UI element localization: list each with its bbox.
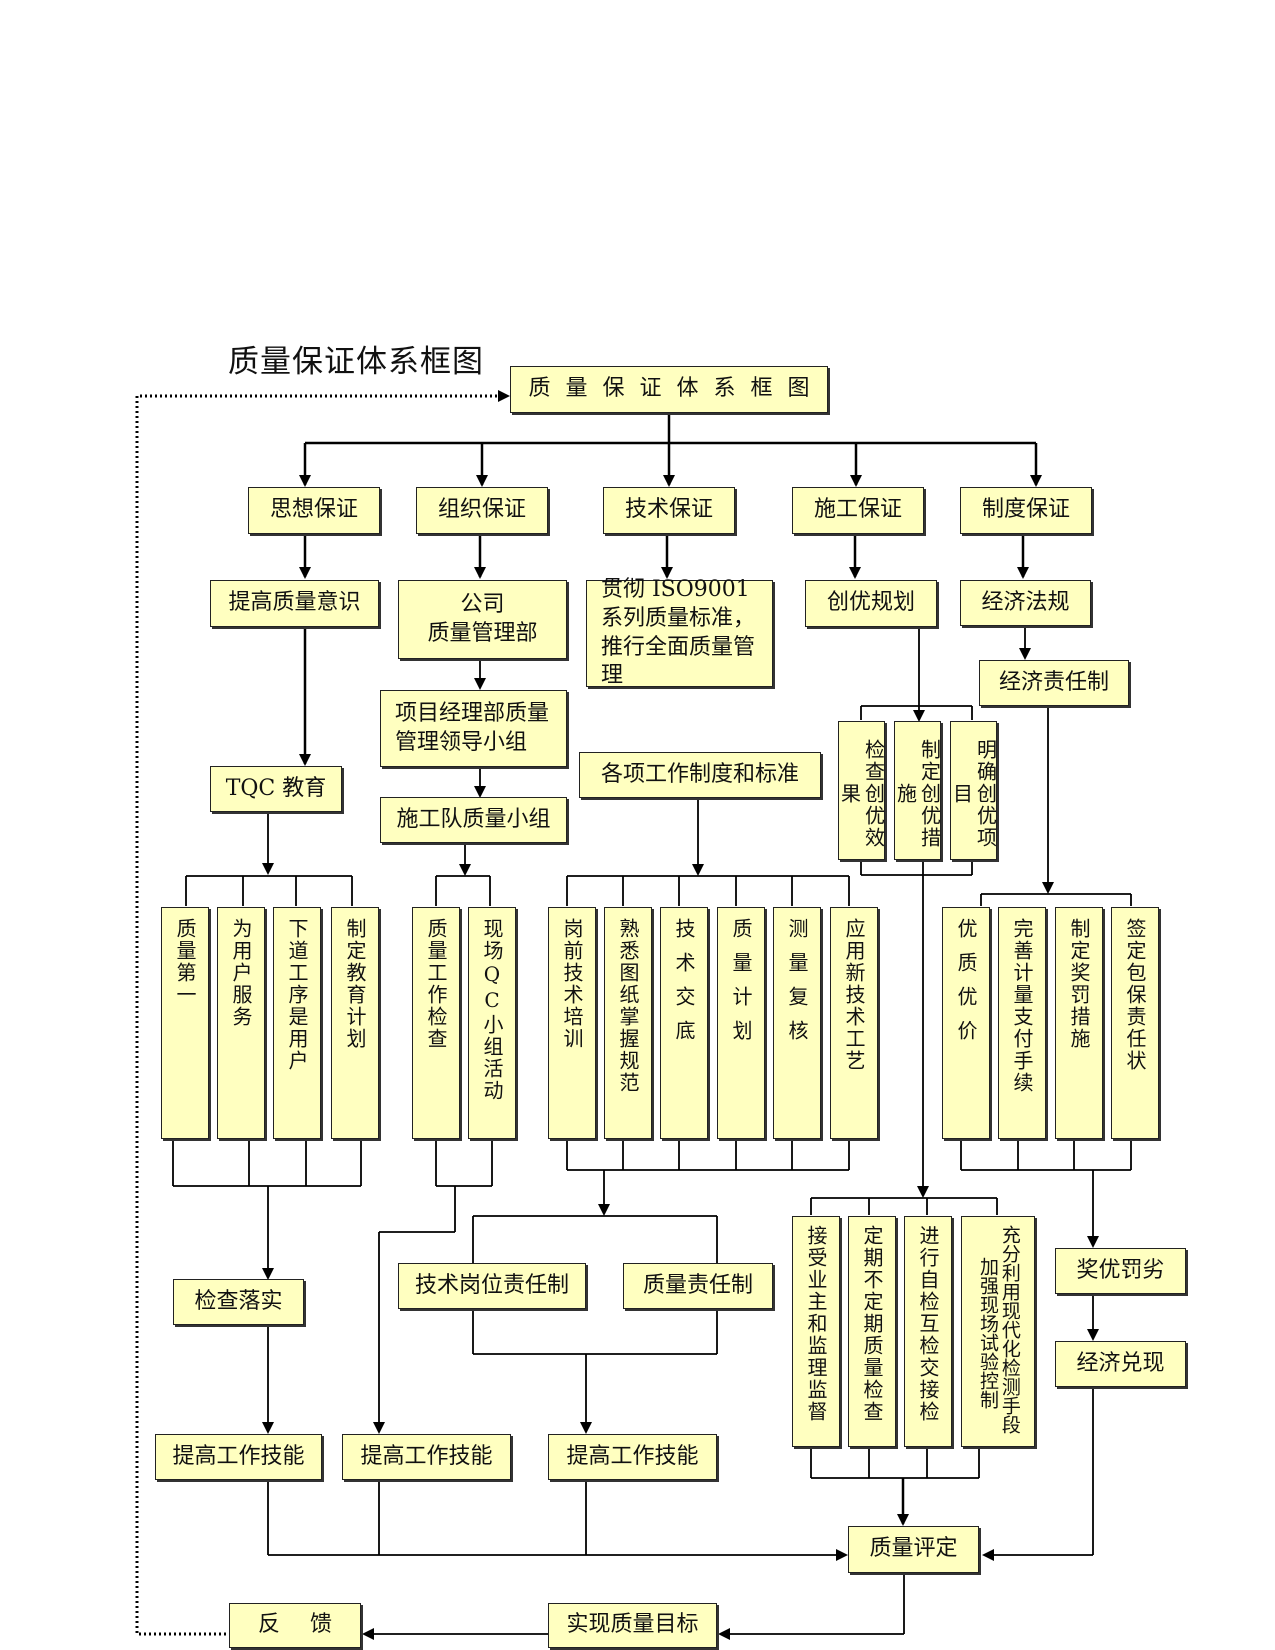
system-item: 优质优价 bbox=[942, 907, 990, 1139]
category-construction: 施工保证 bbox=[792, 487, 924, 534]
tech-item: 岗前技术培训 bbox=[548, 907, 596, 1139]
improve-skill-box-2: 提高工作技能 bbox=[342, 1434, 511, 1480]
quality-evaluation-box: 质量评定 bbox=[848, 1526, 979, 1573]
org-item: 现场QC小组活动 bbox=[468, 907, 516, 1139]
company-dept-box: 公司 质量管理部 bbox=[398, 580, 567, 659]
thought-item: 为用户服务 bbox=[217, 907, 265, 1139]
thought-item: 下道工序是用户 bbox=[273, 907, 321, 1139]
construction-item: 检查创优效果 bbox=[838, 721, 886, 860]
org-item: 质量工作检查 bbox=[412, 907, 460, 1139]
improve-skill-box-3: 提高工作技能 bbox=[548, 1434, 717, 1480]
tech-item: 技术交底 bbox=[660, 907, 708, 1139]
check-item: 定期不定期质量检查 bbox=[848, 1216, 896, 1447]
check-item: 接受业主和监理监督 bbox=[792, 1216, 840, 1447]
system-item: 签定包保责任状 bbox=[1111, 907, 1159, 1139]
tech-item: 熟悉图纸掌握规范 bbox=[604, 907, 652, 1139]
thought-item: 制定教育计划 bbox=[331, 907, 379, 1139]
tech-item: 测量复核 bbox=[773, 907, 821, 1139]
tqc-box: TQC 教育 bbox=[210, 766, 342, 812]
category-technical: 技术保证 bbox=[603, 487, 735, 534]
thought-item: 质量第一 bbox=[161, 907, 209, 1139]
category-organization: 组织保证 bbox=[416, 487, 548, 534]
inspect-box: 检查落实 bbox=[173, 1279, 304, 1325]
economic-law-box: 经济法规 bbox=[960, 580, 1091, 626]
construction-item: 明确创优项目 bbox=[950, 721, 998, 860]
cash-box: 经济兑现 bbox=[1055, 1341, 1186, 1387]
main-title-box: 质量保证体系框图 bbox=[510, 366, 828, 413]
feedback-box: 反馈 bbox=[229, 1603, 361, 1648]
iso-box: 贯彻 ISO9001 系列质量标准，推行全面质量管理 bbox=[586, 577, 773, 688]
economic-responsibility-box: 经济责任制 bbox=[979, 660, 1129, 706]
system-item: 制定奖罚措施 bbox=[1055, 907, 1103, 1139]
rules-box: 各项工作制度和标准 bbox=[579, 752, 821, 798]
quality-responsibility-box: 质量责任制 bbox=[623, 1263, 773, 1309]
project-team-box: 项目经理部质量 管理领导小组 bbox=[380, 690, 567, 767]
page-title: 质量保证体系框图 bbox=[228, 344, 484, 380]
system-item: 完善计量支付手续 bbox=[998, 907, 1046, 1139]
category-thought: 思想保证 bbox=[248, 487, 380, 534]
quality-goal-box: 实现质量目标 bbox=[548, 1603, 717, 1648]
construction-item: 制定创优措施 bbox=[894, 721, 942, 860]
check-item: 进行自检互检交接检 bbox=[904, 1216, 952, 1447]
tech-item: 质量计划 bbox=[717, 907, 765, 1139]
reward-box: 奖优罚劣 bbox=[1055, 1248, 1186, 1294]
excellence-plan-box: 创优规划 bbox=[805, 580, 937, 627]
post-responsibility-box: 技术岗位责任制 bbox=[398, 1263, 586, 1309]
check-item: 加强现场试验控制 充分利用现代化检测手段 bbox=[961, 1216, 1035, 1447]
category-system: 制度保证 bbox=[960, 487, 1092, 534]
raise-awareness-box: 提高质量意识 bbox=[210, 580, 379, 627]
crew-team-box: 施工队质量小组 bbox=[380, 797, 567, 843]
improve-skill-box-1: 提高工作技能 bbox=[155, 1434, 322, 1480]
tech-item: 应用新技术工艺 bbox=[830, 907, 878, 1139]
